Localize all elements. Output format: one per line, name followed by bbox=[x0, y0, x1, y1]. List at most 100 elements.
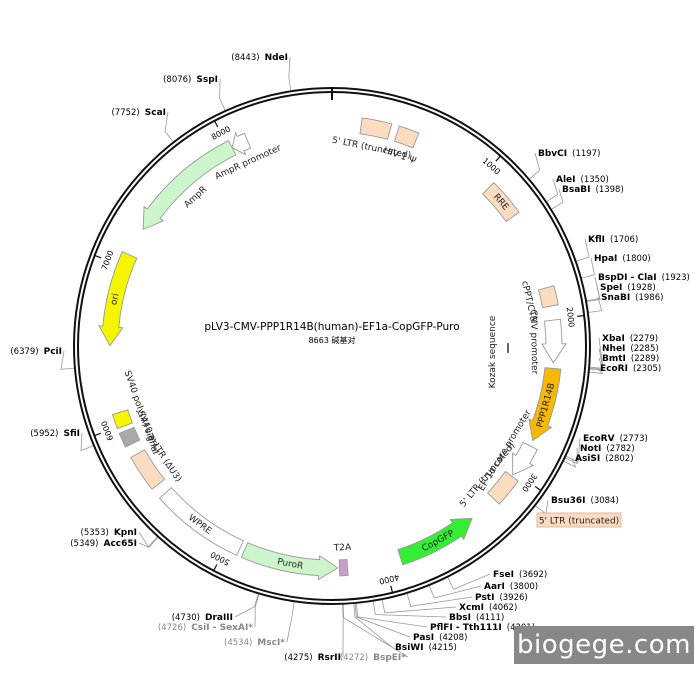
site-kfli: KflI(1706) bbox=[588, 235, 638, 245]
site-aari: AarI (3800) bbox=[484, 582, 538, 592]
site-name: XbaI bbox=[602, 334, 625, 344]
site-position: (1398) bbox=[596, 185, 624, 195]
site-rsrii: RsrII(4275) bbox=[284, 653, 341, 663]
tick-mark bbox=[577, 314, 585, 317]
tick-label: 5000 bbox=[209, 550, 231, 567]
site-position: (2773) bbox=[620, 434, 648, 444]
site-logo: biogege.com bbox=[517, 630, 691, 660]
site-bsiwi: BsiWI(4215) bbox=[395, 643, 457, 653]
plasmid-title: pLV3-CMV-PPP1R14B(human)-EF1a-CopGFP-Pur… bbox=[204, 321, 459, 333]
site-position: (1800) bbox=[622, 254, 650, 264]
site-ndei: NdeI (8443) bbox=[231, 53, 288, 63]
site-position: (1923) bbox=[662, 273, 690, 283]
site-position: (4730) bbox=[172, 613, 200, 623]
feature-5-ltr-truncated bbox=[486, 470, 519, 505]
feature-5-ltr-truncated bbox=[359, 117, 393, 140]
site-name: SspI bbox=[196, 75, 218, 85]
kozak-label: Kozak sequence bbox=[488, 315, 498, 388]
site-leader bbox=[234, 593, 259, 618]
site-position: (4272) bbox=[340, 653, 368, 663]
feature-label-cmv-promoter: CMV promoter bbox=[528, 309, 539, 374]
feature-3-ltr-u3 bbox=[130, 449, 166, 490]
site-position: (2285) bbox=[630, 344, 658, 354]
site-name: PasI bbox=[413, 633, 434, 643]
site-leader bbox=[355, 602, 428, 628]
site-bspei: BspEI* (4272) bbox=[340, 653, 406, 663]
site-bbvci: BbvCI (1197) bbox=[538, 149, 600, 159]
tick-mark bbox=[213, 564, 218, 572]
kozak-marker bbox=[507, 343, 509, 353]
site-asisi: AsiSI (2802) bbox=[575, 454, 634, 464]
site-name: KpnI bbox=[114, 528, 137, 538]
feature-rre bbox=[481, 181, 520, 223]
site-leader bbox=[381, 599, 457, 614]
site-draiii: DraIII(4730) bbox=[172, 613, 233, 623]
ltr-label-text: 5' LTR (truncated) bbox=[539, 517, 619, 527]
site-position: (3692) bbox=[519, 570, 547, 580]
feature-ef-1-core-promoter bbox=[512, 441, 538, 476]
site-position: (2305) bbox=[633, 364, 661, 374]
backbone-outer-ring bbox=[73, 87, 591, 605]
site-name: BbvCI bbox=[538, 149, 567, 159]
site-name: NotI bbox=[580, 444, 601, 454]
site-leader bbox=[342, 603, 344, 658]
site-name: NdeI bbox=[265, 53, 288, 63]
site-spei: SpeI(1928) bbox=[600, 283, 656, 293]
site-bmti: BmtI(2289) bbox=[602, 354, 659, 364]
site-leader bbox=[528, 152, 541, 180]
site-psti: PstI(3926) bbox=[475, 593, 528, 603]
site-position: (2802) bbox=[605, 454, 633, 464]
backbone-inner-ring bbox=[77, 91, 587, 601]
site-name: BspDI - ClaI bbox=[598, 273, 657, 283]
feature-ampr bbox=[142, 139, 237, 231]
site-leader bbox=[254, 593, 260, 628]
site-position: (5952) bbox=[30, 429, 58, 439]
site-position: (8443) bbox=[231, 53, 259, 63]
site-position: (4215) bbox=[429, 643, 457, 653]
feature-cmv-promoter bbox=[541, 318, 567, 364]
site-name: ScaI bbox=[145, 108, 166, 118]
tick-mark bbox=[390, 585, 394, 593]
feature-copgfp bbox=[397, 517, 473, 566]
site-position: (2782) bbox=[606, 444, 634, 454]
site-name: BspEI* bbox=[373, 653, 406, 663]
site-bsu36i: Bsu36I(3084) bbox=[551, 496, 619, 506]
tick-label: 2000 bbox=[565, 307, 576, 328]
tick-label: 7000 bbox=[100, 249, 116, 271]
feature-ppp1r14b bbox=[528, 367, 562, 442]
site-leader bbox=[342, 603, 409, 658]
site-position: (5349) bbox=[70, 539, 98, 549]
site-csii-sexai: CsiI - SexAI*(4726) bbox=[158, 623, 253, 633]
site-bbsi: BbsI(4111) bbox=[449, 613, 504, 623]
site-name: AsiSI bbox=[575, 454, 600, 464]
site-acc65i: Acc65I (5349) bbox=[70, 539, 137, 549]
site-position: (1197) bbox=[572, 149, 600, 159]
site-alei: AleI(1350) bbox=[556, 175, 609, 185]
site-position: (4111) bbox=[476, 613, 504, 623]
tick-label: 3000 bbox=[520, 472, 539, 494]
site-name: AarI bbox=[484, 582, 505, 592]
site-position: (4208) bbox=[439, 633, 467, 643]
site-position: (5353) bbox=[81, 528, 109, 538]
tick-label: 4000 bbox=[378, 572, 400, 586]
logo-background bbox=[514, 626, 694, 664]
site-leader bbox=[288, 56, 292, 92]
site-ecorv: EcoRV(2773) bbox=[583, 434, 648, 444]
site-leader bbox=[545, 178, 559, 203]
site-position: (2289) bbox=[631, 354, 659, 364]
site-name: BsaBI bbox=[562, 185, 591, 195]
feature-cppt-cts bbox=[537, 285, 559, 309]
site-leader bbox=[372, 600, 447, 618]
site-position: (1986) bbox=[635, 293, 663, 303]
site-name: SfiI bbox=[63, 429, 80, 439]
site-name: FseI bbox=[493, 570, 514, 580]
site-position: (4534) bbox=[224, 638, 252, 648]
tick-label: 6000 bbox=[100, 420, 116, 442]
site-name: Acc65I bbox=[103, 539, 137, 549]
feature-puror bbox=[240, 542, 339, 581]
feature-hiv-1 bbox=[393, 125, 420, 149]
site-position: (3800) bbox=[510, 582, 538, 592]
site-name: CsiI - SexAI* bbox=[191, 623, 253, 633]
site-leader bbox=[219, 78, 226, 112]
